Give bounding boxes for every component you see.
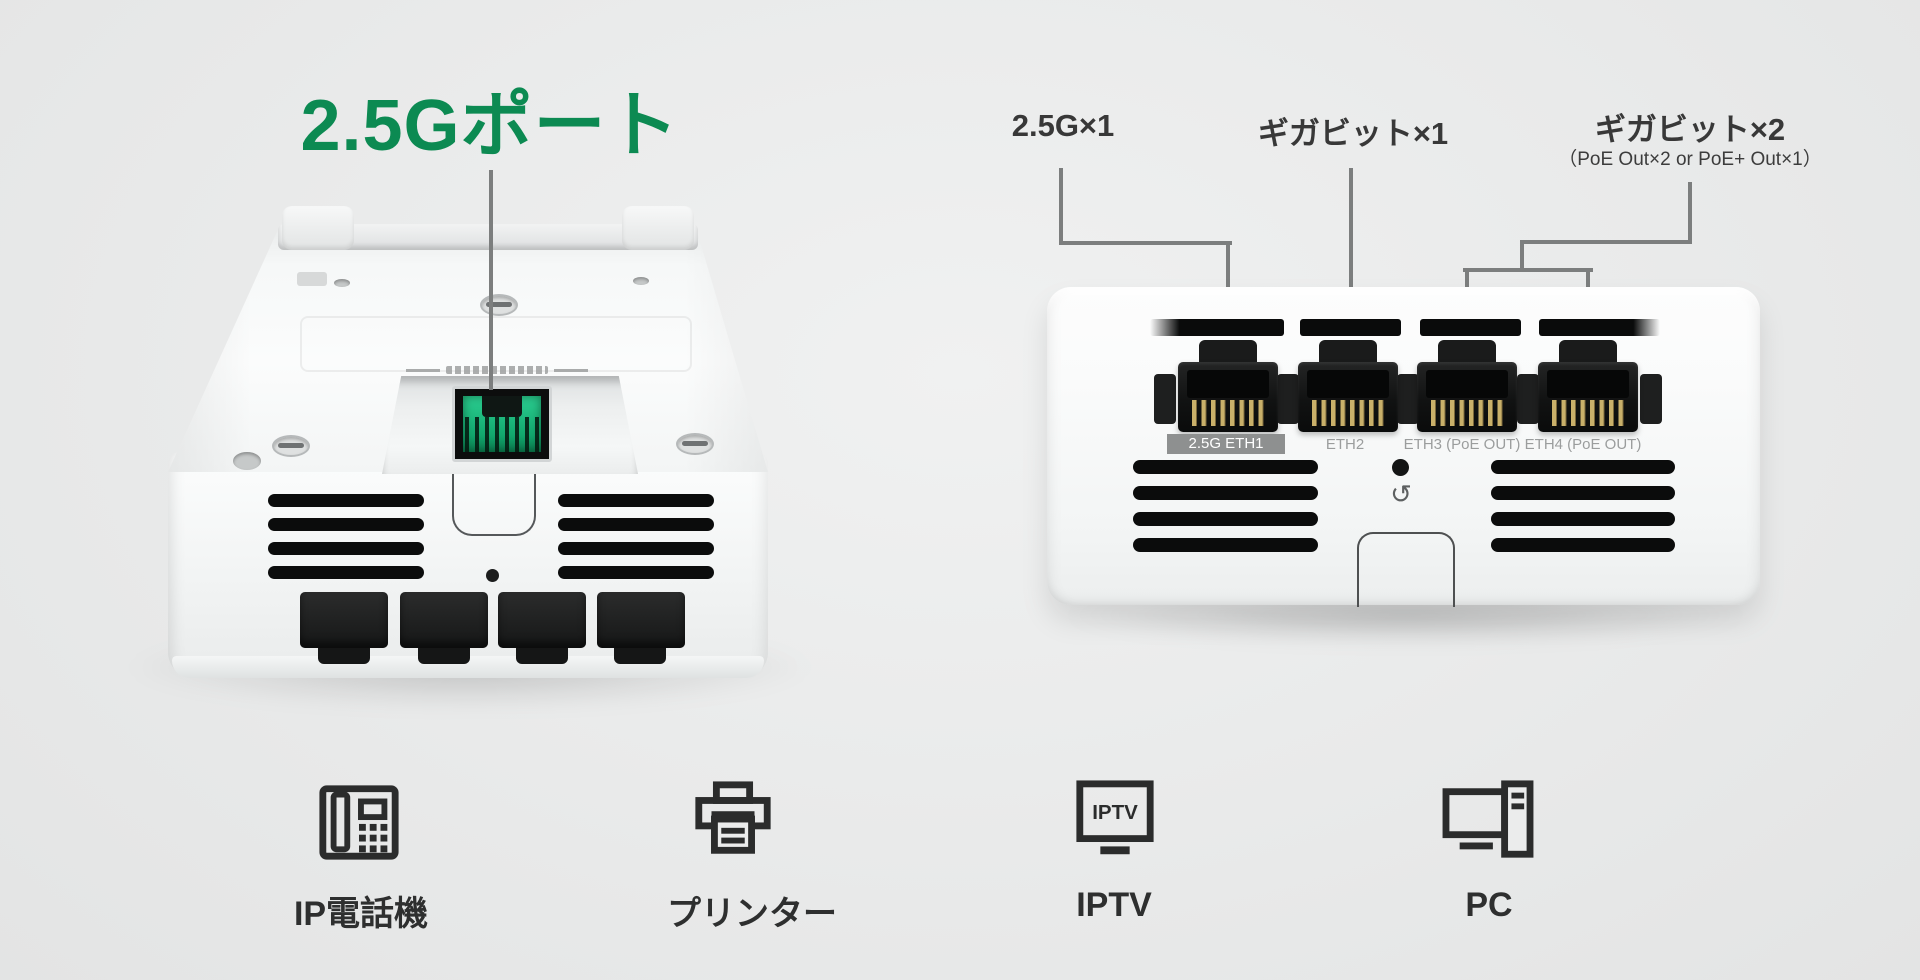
bottom-vent-right — [1491, 460, 1675, 554]
iptv-icon: IPTV — [1072, 778, 1158, 864]
printer-icon — [690, 778, 776, 864]
lan-port-1 — [300, 592, 388, 648]
callout-line-2 — [1349, 168, 1353, 346]
eth1-port-label-badge: 2.5G ETH1 — [1167, 434, 1285, 454]
eth4-port-label: ETH4 (PoE OUT) — [1524, 436, 1642, 453]
uplink-rj45-port — [452, 386, 552, 462]
top-slot-1 — [1150, 319, 1284, 336]
lan-port-3-tab — [516, 648, 568, 664]
top-slot-3 — [1420, 319, 1521, 336]
cable-notch-bottom — [1357, 532, 1455, 607]
port-plate-microtext — [446, 366, 548, 374]
callout-line-1a — [1059, 168, 1063, 245]
cable-notch-front — [452, 470, 536, 536]
eth2-port — [1298, 362, 1398, 432]
reset-icon: ↺ — [1390, 480, 1412, 510]
callout-label-25g: 2.5G×1 — [1011, 108, 1115, 143]
port-plate-line-left — [406, 369, 440, 372]
back-rim-tab-left — [282, 206, 354, 250]
front-vent-right — [558, 494, 714, 592]
rj45-pins — [465, 417, 539, 452]
lan-port-4-tab — [614, 648, 666, 664]
legend-label-pc: PC — [1465, 886, 1513, 924]
lan-port-1-tab — [318, 648, 370, 664]
pin-hole-right — [633, 277, 649, 285]
top-slot-4 — [1539, 319, 1660, 336]
screw-hole-right — [676, 433, 714, 455]
lan-port-4 — [597, 592, 685, 648]
eth3-port-label: ETH3 (PoE OUT) — [1403, 436, 1521, 453]
reset-button-hole — [1392, 459, 1409, 476]
callout-line-1b — [1059, 241, 1232, 245]
callout-sublabel-poe: （PoE Out×2 or PoE+ Out×1） — [1558, 149, 1822, 170]
led-hole — [486, 569, 499, 582]
wall-router-bottom-view — [1047, 287, 1760, 605]
port-latch-0 — [1154, 374, 1176, 424]
callout-line-3b — [1520, 240, 1692, 244]
callout-label-gigabit2: ギガビット×2 — [1594, 112, 1786, 147]
top-slot-2 — [1300, 319, 1401, 336]
title-callout-line — [489, 170, 493, 390]
pin-hole-left — [334, 279, 350, 287]
screw-hole-top — [480, 294, 518, 316]
port-latch-3 — [1517, 374, 1539, 424]
eth1-port — [1178, 362, 1278, 432]
rj45-tab-slot — [482, 396, 522, 417]
eth3-port-tab — [1438, 340, 1496, 366]
callout-line-3a — [1688, 182, 1692, 244]
front-vent-left — [268, 494, 424, 592]
port-plate-line-right — [554, 369, 588, 372]
legend-label-ip-phone: IP電話機 — [293, 895, 429, 933]
lan-port-2-tab — [418, 648, 470, 664]
callout-line-3d — [1463, 268, 1593, 272]
eth1-port-tab — [1199, 340, 1257, 366]
top-panel-seam — [300, 316, 692, 372]
port-latch-1 — [1277, 374, 1299, 424]
bottom-vent-left — [1133, 460, 1318, 554]
eth3-port — [1417, 362, 1517, 432]
corner-hole-left — [233, 452, 261, 470]
page-title: 2.5Gポート — [300, 86, 680, 166]
ip-phone-icon — [316, 778, 402, 864]
callout-label-gigabit1: ギガビット×1 — [1257, 116, 1449, 151]
legend-label-iptv: IPTV — [1076, 886, 1152, 924]
callout-line-3c — [1520, 240, 1524, 272]
port-latch-2 — [1397, 374, 1419, 424]
port-latch-4 — [1640, 374, 1662, 424]
back-rim-tab-right — [622, 206, 694, 250]
eth4-port — [1538, 362, 1638, 432]
legend-label-printer: プリンター — [667, 895, 837, 933]
eth2-port-label: ETH2 — [1325, 436, 1365, 453]
screw-hole-left — [272, 435, 310, 457]
eth2-port-tab — [1319, 340, 1377, 366]
iptv-screen-text: IPTV — [1092, 801, 1138, 824]
pc-icon — [1440, 778, 1536, 864]
rim-latch — [297, 272, 327, 286]
lan-port-3 — [498, 592, 586, 648]
eth4-port-tab — [1559, 340, 1617, 366]
lan-port-2 — [400, 592, 488, 648]
